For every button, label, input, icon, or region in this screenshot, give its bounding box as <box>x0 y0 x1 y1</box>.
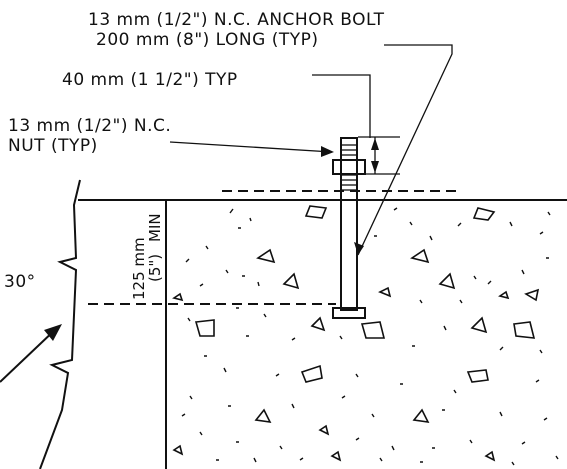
bolt-head <box>332 307 366 319</box>
embedment-min-label-group: MIN <box>146 213 164 242</box>
embedment-imperial-label-group: (5") <box>146 254 164 282</box>
anchor-bolt-leader <box>354 44 453 256</box>
embed-imperial-label: (5") <box>146 254 164 282</box>
embed-min-label: MIN <box>146 213 164 242</box>
embed-metric-label: 125 mm <box>130 237 148 300</box>
projection-leader <box>312 74 371 138</box>
anchor-bolt-label-line2: 200 mm (8") LONG (TYP) <box>96 30 319 50</box>
anchor-bolt-label-line1: 13 mm (1/2") N.C. ANCHOR BOLT <box>88 10 385 30</box>
nut-label-line1: 13 mm (1/2") N.C. <box>8 116 171 136</box>
nut <box>332 159 366 175</box>
break-line <box>39 179 81 469</box>
concrete-stipple <box>181 207 559 466</box>
nut-leader <box>169 141 334 157</box>
angle-leader-arrow <box>0 324 62 383</box>
anchor-bolt <box>340 137 358 311</box>
embedment-dimension-label: 125 mm <box>130 237 148 300</box>
nut-label-line2: NUT (TYP) <box>8 136 98 156</box>
concrete-aggregate <box>172 205 540 462</box>
projection-label: 40 mm (1 1/2") TYP <box>62 70 238 90</box>
angle-label: 30° <box>4 272 36 292</box>
